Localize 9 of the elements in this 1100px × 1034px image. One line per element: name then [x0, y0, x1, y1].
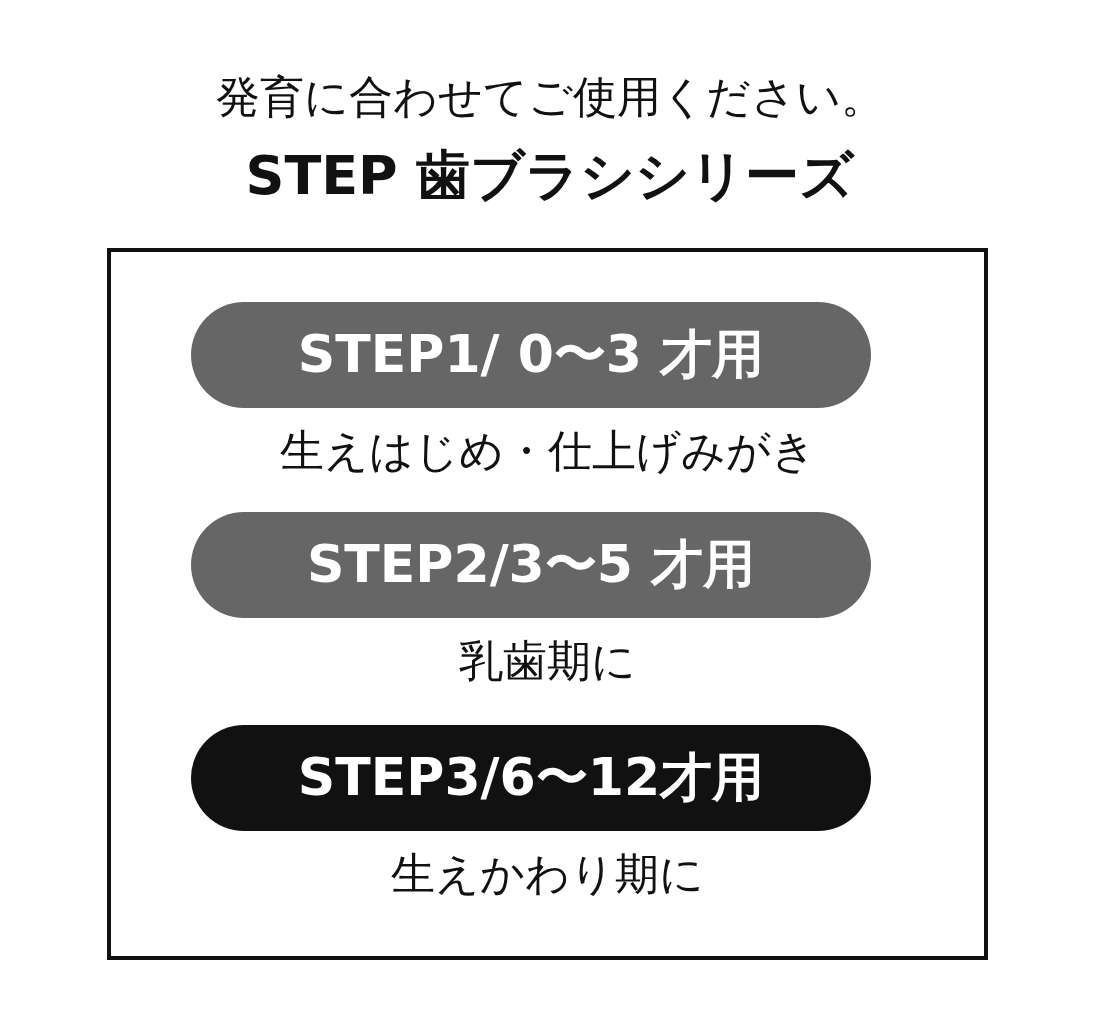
- series-title: STEP 歯ブラシシリーズ: [244, 143, 856, 209]
- panel-frame: [107, 248, 988, 960]
- heading: 発育に合わせてご使用ください。: [214, 70, 886, 124]
- step-pill: STEP3/6〜12才用: [191, 725, 871, 831]
- step-caption: 乳歯期に: [458, 634, 637, 688]
- step-caption: 生えはじめ・仕上げみがき: [278, 424, 817, 478]
- step-caption: 生えかわり期に: [390, 847, 705, 901]
- step-pill: STEP1/ 0〜3 才用: [191, 302, 871, 408]
- step-pill: STEP2/3〜5 才用: [191, 512, 871, 618]
